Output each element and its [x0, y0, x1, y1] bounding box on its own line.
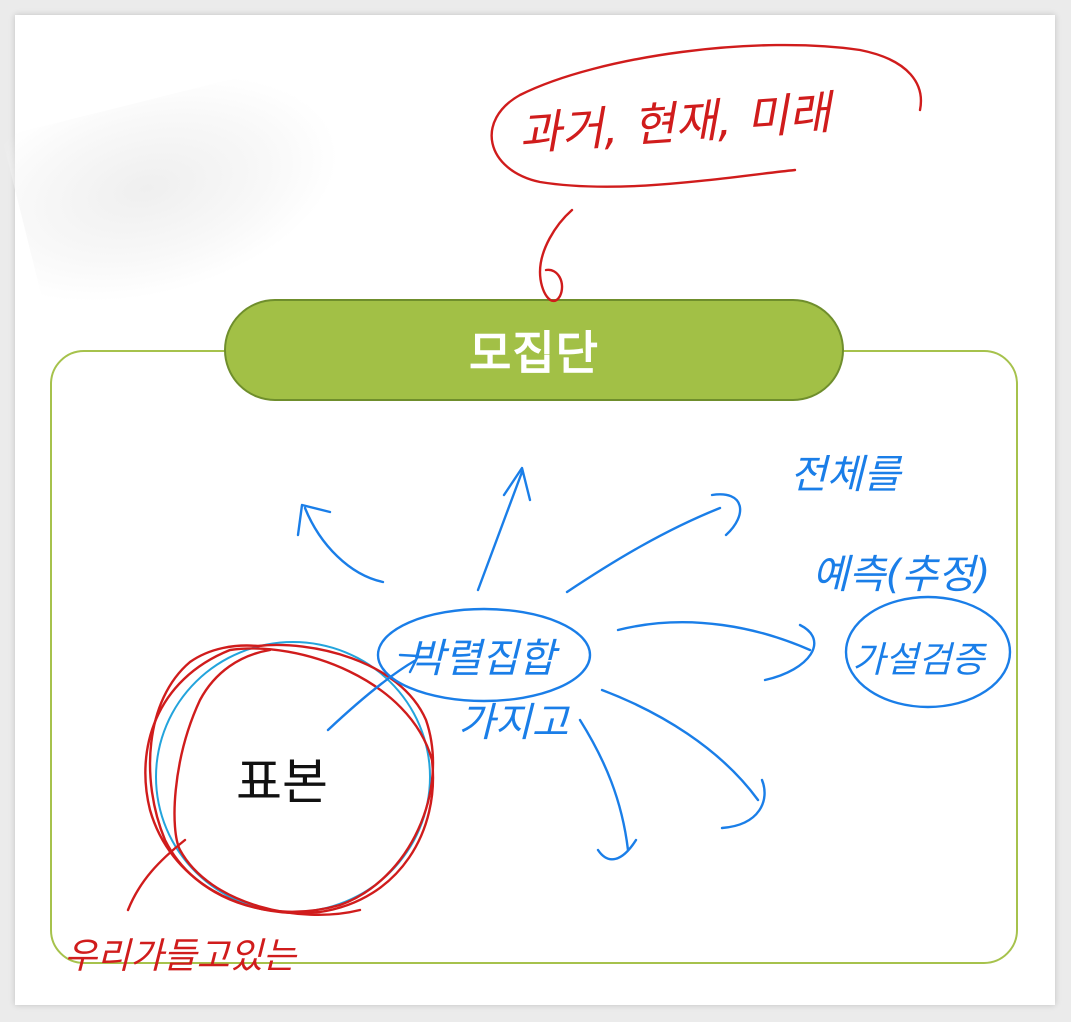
- red-pointer-line: [126, 838, 187, 912]
- arrow-down: [578, 718, 638, 861]
- arrow-up-left: [296, 503, 385, 584]
- population-banner: 모집단: [224, 299, 844, 401]
- arrow-from-sample: [326, 653, 420, 732]
- middle-note-line2: 가지고: [458, 700, 571, 746]
- population-title: 모집단: [469, 326, 599, 380]
- arrow-lower-right: [600, 688, 766, 830]
- red-ellipse-time: [490, 43, 923, 188]
- middle-note-line1: 박렬집합: [408, 636, 560, 682]
- arrow-right: [616, 621, 816, 682]
- time-note: 과거, 현재, 미래: [517, 85, 838, 161]
- arrow-upper-right: [565, 493, 742, 594]
- blue-ellipse-hypothesis: [844, 595, 1012, 709]
- red-ink-group: 우리가들고있는 과거, 현재, 미래: [64, 43, 923, 977]
- right-note-line1: 전체를: [790, 452, 903, 498]
- red-loop-1: [148, 643, 435, 913]
- right-note-line3: 가설검증: [852, 640, 987, 681]
- blue-ink-group: 박렬집합 가지고 전체를 예측(추정) 가설검증: [296, 452, 1012, 861]
- arrow-up: [476, 466, 532, 592]
- bottom-note: 우리가들고있는: [64, 936, 298, 977]
- red-loop-2: [144, 647, 435, 915]
- sample-label: 표본: [236, 753, 328, 811]
- right-note-line2: 예측(추정): [812, 552, 990, 598]
- blue-ellipse-middle: [376, 607, 592, 703]
- red-loop-3: [173, 648, 362, 916]
- red-hook-stroke: [538, 208, 574, 303]
